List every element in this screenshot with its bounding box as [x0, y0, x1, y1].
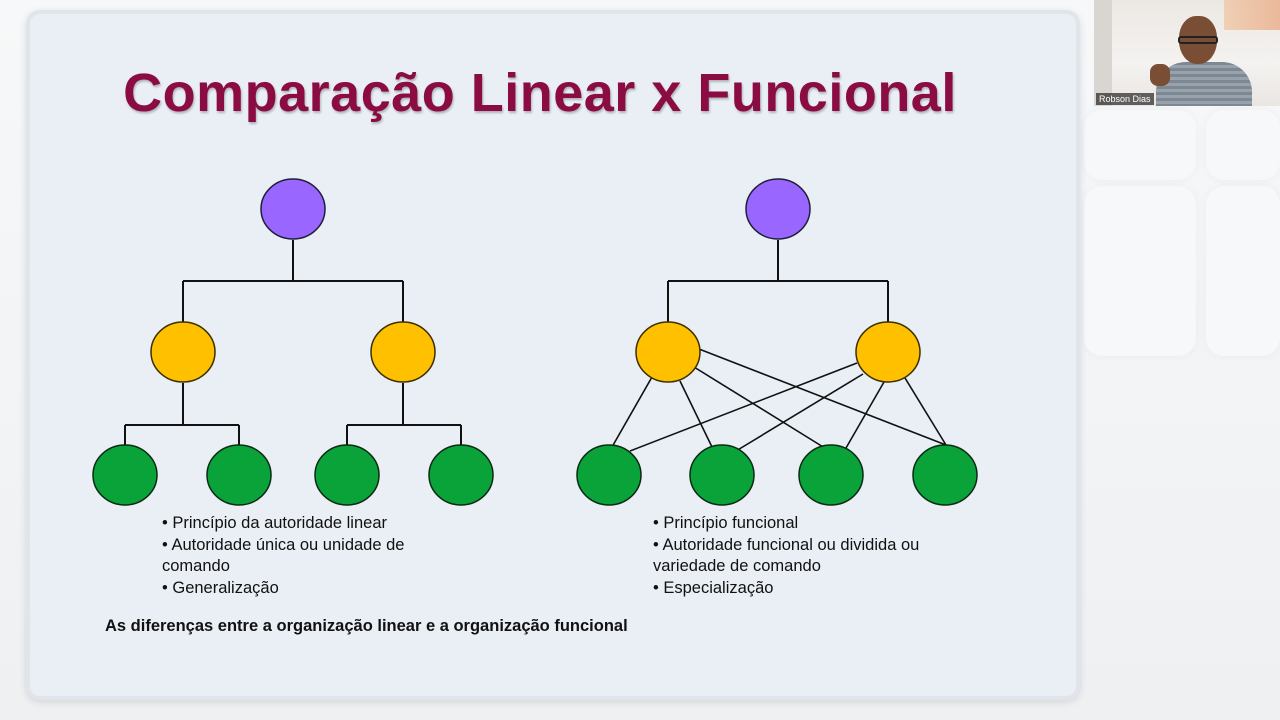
- linear-bottom-node: [206, 444, 272, 506]
- functional-bottom-node: [689, 444, 755, 506]
- linear-middle-node: [150, 321, 216, 383]
- functional-top-node: [745, 178, 811, 240]
- org-charts: [92, 178, 978, 506]
- linear-middle-node: [370, 321, 436, 383]
- list-item: comando: [162, 557, 230, 575]
- functional-middle-node: [855, 321, 921, 383]
- participant-video-tile[interactable]: Robson Dias: [1094, 0, 1280, 106]
- video-background: [1094, 0, 1112, 106]
- participant-body: [1156, 62, 1252, 106]
- linear-bottom-node: [314, 444, 380, 506]
- participant-hand: [1150, 64, 1170, 86]
- background-tile: [1206, 186, 1280, 356]
- participant-glasses: [1178, 36, 1218, 44]
- linear-top-node: [260, 178, 326, 240]
- functional-bottom-node: [912, 444, 978, 506]
- functional-org-chart: [611, 240, 947, 452]
- list-item: • Princípio da autoridade linear: [162, 514, 387, 532]
- functional-characteristics-list: • Princípio funcional • Autoridade funci…: [653, 513, 963, 599]
- slide-caption: As diferenças entre a organização linear…: [105, 617, 628, 635]
- functional-middle-node: [635, 321, 701, 383]
- list-item: • Generalização: [162, 578, 279, 597]
- background-tile: [1206, 110, 1280, 180]
- list-item: variedade de comando: [653, 557, 821, 575]
- linear-characteristics-list: • Princípio da autoridade linear • Autor…: [162, 513, 462, 599]
- linear-bottom-node: [92, 444, 158, 506]
- list-item: • Autoridade única ou unidade de: [162, 535, 405, 554]
- participant-name-label: Robson Dias: [1096, 93, 1154, 105]
- background-tile: [1084, 186, 1196, 356]
- participant-head: [1179, 16, 1217, 64]
- background-tile: [1084, 110, 1196, 180]
- linear-bottom-node: [428, 444, 494, 506]
- list-item: • Princípio funcional: [653, 514, 799, 532]
- functional-bottom-node: [798, 444, 864, 506]
- list-item: • Especialização: [653, 578, 774, 597]
- list-item: • Autoridade funcional ou dividida ou: [653, 535, 920, 554]
- linear-org-chart: [124, 240, 462, 445]
- functional-bottom-node: [576, 444, 642, 506]
- slide-title: Comparação Linear x Funcional: [123, 63, 957, 123]
- video-background: [1224, 0, 1280, 30]
